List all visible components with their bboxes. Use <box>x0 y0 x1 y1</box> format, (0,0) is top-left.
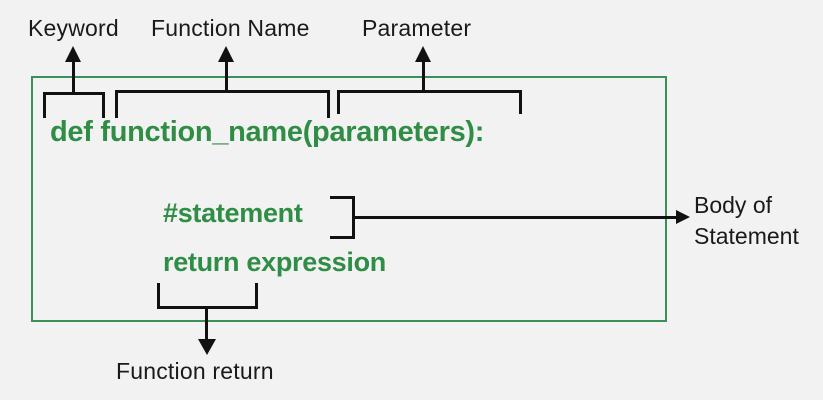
body-of-statement-label-line1: Body of <box>694 192 772 218</box>
parameter-bracket <box>337 90 522 114</box>
keyword-bracket <box>43 92 105 118</box>
code-statement-line: #statement <box>163 198 303 228</box>
parameter-label: Parameter <box>362 15 472 41</box>
code-definition-line: def function_name(parameters): <box>50 116 485 148</box>
parameter-arrow-line <box>422 60 425 92</box>
body-arrowhead-right-icon <box>676 210 690 224</box>
return-bracket <box>157 283 258 309</box>
function-name-arrowhead-up-icon <box>218 46 234 62</box>
function-return-arrow-line <box>205 309 208 340</box>
body-arrow-line <box>355 216 677 219</box>
function-return-arrowhead-down-icon <box>198 339 216 355</box>
body-of-statement-label-line2: Statement <box>694 223 799 249</box>
statement-bracket <box>330 196 355 239</box>
syntax-box <box>31 76 667 322</box>
function-name-label: Function Name <box>151 15 310 41</box>
function-return-label: Function return <box>116 358 274 384</box>
keyword-arrowhead-up-icon <box>65 46 81 62</box>
body-of-statement-label: Body of Statement <box>694 190 799 252</box>
function-name-arrow-line <box>225 60 228 92</box>
keyword-label: Keyword <box>28 15 119 41</box>
code-return-line: return expression <box>163 247 386 277</box>
keyword-arrow-line <box>72 60 75 94</box>
function-name-bracket <box>115 90 330 118</box>
parameter-arrowhead-up-icon <box>415 46 431 62</box>
